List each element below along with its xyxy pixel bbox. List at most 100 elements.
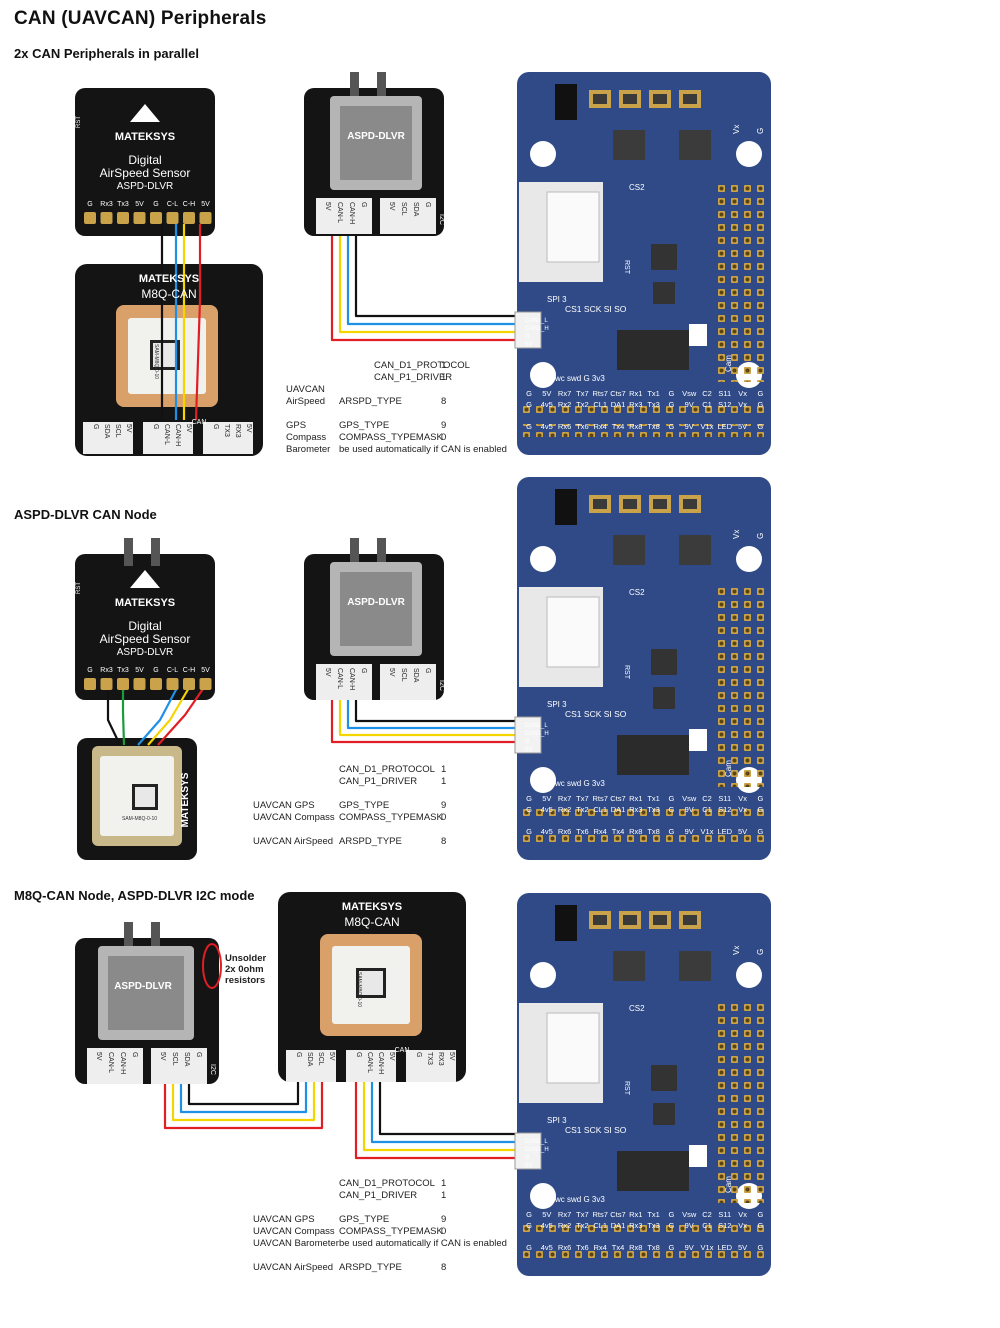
fc-can-pin-label: CAN1_L xyxy=(525,723,548,729)
section-title-dlvr-node: ASPD-DLVR CAN Node xyxy=(14,507,157,522)
logo-icon xyxy=(130,570,160,588)
gps-connector xyxy=(143,422,193,454)
connector-can xyxy=(87,1048,143,1084)
dlvr-board-3 xyxy=(75,922,222,1084)
gps-connector xyxy=(286,1050,336,1082)
fc-pin-label: G xyxy=(526,1210,532,1219)
brand-text: MATEKSYS xyxy=(115,131,175,143)
pin-pad xyxy=(117,212,129,224)
param-group: AirSpeed xyxy=(286,396,326,407)
pin-pad xyxy=(166,678,179,690)
fc-pin-label: Rx3 xyxy=(629,1221,642,1230)
param-name: CAN_D1_PROTOCOL xyxy=(374,360,470,371)
pad-row xyxy=(523,402,767,415)
can-connector xyxy=(514,716,542,754)
fc-label: Cam xyxy=(724,1176,733,1193)
gps-connector xyxy=(406,1050,456,1082)
param-value: 0 xyxy=(441,812,447,823)
dlvr-label: ASPD-DLVR xyxy=(347,597,405,608)
wire-red xyxy=(157,685,206,746)
wire-black xyxy=(187,1082,300,1106)
pin-pad xyxy=(133,678,146,690)
fc-label: RST xyxy=(623,665,630,680)
fc-label: CS2 xyxy=(629,183,645,192)
model-text: M8Q-CAN xyxy=(344,915,399,929)
connector-pin-label: CAN-L xyxy=(163,424,170,445)
connector-pin-label: G xyxy=(131,1052,138,1057)
fc-pin-label: Rx1 xyxy=(629,1210,642,1219)
fc-label: Cam xyxy=(724,760,733,777)
fc-label: RST xyxy=(623,1081,630,1096)
pad-row xyxy=(523,807,767,820)
fc-pin-label: S12 xyxy=(718,400,731,409)
fc-pin-label: 4v5 xyxy=(541,1243,553,1252)
main-mcu xyxy=(617,735,689,775)
param-value: 9 xyxy=(441,800,447,811)
fc-pin-label: Rts7 xyxy=(592,1210,607,1219)
pin-pad xyxy=(199,212,212,224)
side-label: RST xyxy=(76,116,82,128)
fc-pin-label: Vsw xyxy=(682,389,697,398)
fc-pin-label: 4v5 xyxy=(541,1221,553,1230)
wire-red xyxy=(330,236,520,342)
fc-pin-label: S12 xyxy=(718,1221,731,1230)
fc-label: SPI 3 xyxy=(547,295,567,304)
fc-pin-label: C1 xyxy=(702,400,712,409)
connector-pin-label: 5V xyxy=(159,1052,166,1061)
param-value: 1 xyxy=(441,1178,447,1189)
connector-pin-label: SCL xyxy=(317,1052,324,1066)
main-mcu xyxy=(617,1151,689,1191)
connector-i2c xyxy=(380,198,436,234)
unsolder-note: Unsolder 2x 0ohm resistors xyxy=(225,953,266,986)
wire-yellow xyxy=(171,1082,316,1122)
fc-pin-label: Cts7 xyxy=(610,1210,625,1219)
pad-grid xyxy=(717,182,769,382)
flight-controller-board-1 xyxy=(517,72,771,455)
fc-label: G xyxy=(756,128,765,134)
fc-pin-label: Tx8 xyxy=(647,827,660,836)
fc-pin-label: Rx7 xyxy=(558,389,571,398)
connector-pin-label: G xyxy=(415,1052,422,1057)
inductor xyxy=(653,94,667,104)
connector-pin-label: G xyxy=(424,202,431,207)
connector-pin-label: CAN-L xyxy=(336,668,343,689)
fc-pin-label: S11 xyxy=(718,1210,731,1219)
m8q-can-board-3 xyxy=(278,892,466,1082)
regulator xyxy=(679,130,711,160)
connector-i2c xyxy=(380,664,436,700)
wire-blue xyxy=(370,1082,520,1144)
param-name: COMPASS_TYPEMASK xyxy=(339,812,443,823)
regulator xyxy=(613,130,645,160)
fc-pin-label: G xyxy=(757,1210,763,1219)
side-label: CAN xyxy=(296,214,303,229)
fc-pin-label: DA1 xyxy=(611,1221,626,1230)
fc-label: CS1 SCK SI SO xyxy=(565,1125,627,1135)
regulator xyxy=(613,535,645,565)
fc-label: swc swd G 3v3 xyxy=(551,374,605,383)
connector-pin-label: CAN-L xyxy=(366,1052,373,1073)
pad-row xyxy=(523,1223,767,1236)
fc-pin-label: Rx2 xyxy=(558,1221,571,1230)
fc-pin-label: Tx7 xyxy=(576,1210,589,1219)
power-component xyxy=(555,84,577,120)
param-value: 1 xyxy=(441,776,447,787)
pin-label: C-L xyxy=(167,667,178,674)
fc-label: Vx xyxy=(732,125,741,134)
fc-pin-label: DA1 xyxy=(611,805,626,814)
fc-pin-label: G xyxy=(526,794,532,803)
pin-pad xyxy=(150,678,162,690)
power-component xyxy=(555,905,577,941)
mount-hole xyxy=(530,767,556,793)
wire-black xyxy=(106,686,121,746)
chip xyxy=(651,649,677,675)
param-name: CAN_D1_PROTOCOL xyxy=(339,1178,435,1189)
connector-pin-label: RX3 xyxy=(437,1052,444,1066)
connector-pin-label: TX3 xyxy=(426,1052,433,1065)
fc-pin-label: Rx1 xyxy=(629,389,642,398)
